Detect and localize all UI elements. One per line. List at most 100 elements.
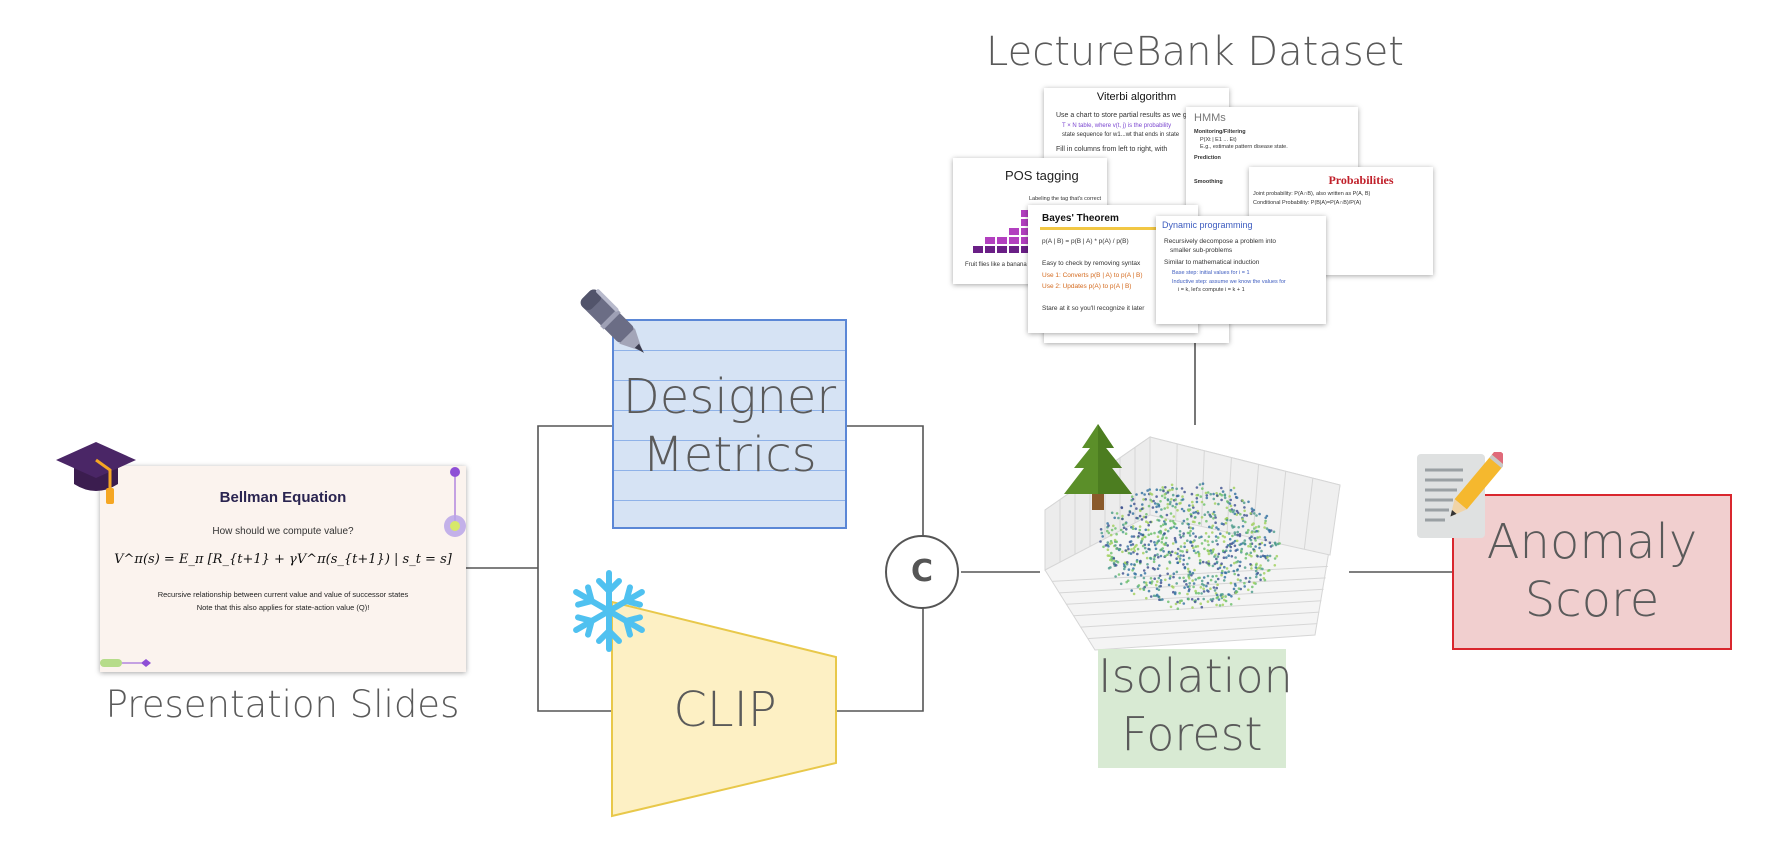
- scatter-point: [1201, 560, 1205, 564]
- scatter-point: [1232, 587, 1236, 591]
- scatter-point: [1198, 521, 1201, 525]
- scatter-point: [1212, 492, 1215, 496]
- scatter-point: [1179, 545, 1183, 548]
- scatter-point: [1159, 579, 1163, 582]
- scatter-point: [1252, 581, 1256, 585]
- viterbi-bullet-3: state sequence for w1...wt that ends in …: [1062, 132, 1180, 138]
- scatter-point: [1188, 534, 1192, 537]
- scatter-point: [1212, 510, 1216, 514]
- scatter-point: [1182, 602, 1186, 605]
- scatter-point: [1206, 600, 1210, 603]
- scatter-point: [1172, 515, 1176, 518]
- designer-metrics-line-1: Designer: [622, 369, 837, 425]
- scatter-point: [1225, 531, 1229, 534]
- scatter-point: [1121, 572, 1125, 575]
- scatter-point: [1190, 515, 1193, 518]
- scatter-point: [1231, 534, 1234, 538]
- scatter-point: [1158, 564, 1161, 567]
- scatter-point: [1142, 581, 1146, 584]
- scatter-point: [1137, 531, 1141, 535]
- scatter-point: [1259, 564, 1262, 567]
- scatter-point: [1102, 545, 1105, 549]
- scatter-point: [1192, 511, 1195, 515]
- scatter-point: [1130, 526, 1133, 529]
- scatter-point: [1163, 496, 1167, 499]
- scatter-point: [1188, 504, 1191, 507]
- scatter-point: [1202, 590, 1206, 593]
- scatter-point: [1202, 597, 1205, 601]
- scatter-point: [1166, 529, 1170, 533]
- scatter-point: [1209, 492, 1212, 496]
- scatter-point: [1130, 548, 1133, 551]
- scatter-point: [1202, 503, 1206, 506]
- scatter-point: [1220, 562, 1223, 565]
- scatter-point: [1241, 525, 1245, 528]
- scatter-point: [1256, 536, 1259, 539]
- scatter-point: [1240, 542, 1243, 546]
- scatter-point: [1268, 569, 1271, 572]
- scatter-point: [1099, 540, 1102, 543]
- scatter-point: [1194, 589, 1197, 593]
- scatter-point: [1135, 507, 1138, 510]
- scatter-point: [1101, 535, 1104, 538]
- slide-question: How should we compute value?: [212, 526, 354, 537]
- scatter-point: [1149, 498, 1152, 502]
- scatter-point: [1156, 580, 1159, 583]
- concat-symbol: C: [910, 554, 934, 589]
- scatter-point: [1191, 500, 1194, 504]
- scatter-point: [1144, 515, 1148, 519]
- dp-title: Dynamic programming: [1162, 220, 1253, 230]
- scatter-point: [1142, 551, 1145, 555]
- scatter-point: [1191, 540, 1195, 544]
- scatter-point: [1235, 560, 1238, 564]
- scatter-point: [1169, 519, 1172, 523]
- scatter-point: [1100, 531, 1104, 535]
- scatter-point: [1231, 526, 1235, 529]
- scatter-point: [1215, 494, 1219, 497]
- scatter-point: [1140, 491, 1144, 495]
- scatter-point: [1249, 551, 1253, 555]
- scatter-point: [1244, 520, 1247, 524]
- scatter-point: [1236, 530, 1239, 534]
- scatter-point: [1174, 602, 1178, 606]
- scatter-point: [1176, 607, 1180, 610]
- scatter-point: [1131, 512, 1135, 515]
- scatter-point: [1264, 516, 1267, 520]
- scatter-point: [1149, 539, 1153, 543]
- scatter-point: [1159, 530, 1163, 533]
- scatter-point: [1258, 535, 1261, 539]
- scatter-point: [1213, 562, 1217, 566]
- scatter-point: [1186, 539, 1189, 542]
- scatter-point: [1271, 544, 1274, 547]
- scatter-point: [1182, 534, 1185, 538]
- scatter-point: [1146, 563, 1149, 566]
- scatter-point: [1192, 585, 1195, 589]
- scatter-point: [1177, 494, 1180, 498]
- scatter-point: [1207, 562, 1211, 565]
- scatter-point: [1162, 489, 1165, 493]
- scatter-point: [1146, 566, 1150, 569]
- scatter-point: [1200, 542, 1204, 545]
- scatter-point: [1191, 504, 1195, 507]
- scatter-point: [1160, 494, 1164, 498]
- scatter-point: [1215, 586, 1218, 590]
- scatter-point: [1166, 502, 1170, 506]
- scatter-point: [1153, 577, 1156, 580]
- scatter-point: [1223, 496, 1227, 500]
- scatter-point: [1173, 536, 1177, 540]
- scatter-point: [1237, 526, 1240, 529]
- scatter-point: [1205, 519, 1208, 523]
- scatter-point: [1229, 549, 1232, 553]
- viterbi-title: Viterbi algorithm: [1096, 91, 1177, 103]
- scatter-point: [1258, 546, 1261, 550]
- scatter-point: [1205, 494, 1209, 497]
- scatter-point: [1207, 590, 1210, 593]
- scatter-point: [1108, 542, 1112, 546]
- scatter-point: [1141, 537, 1144, 540]
- scatter-point: [1194, 515, 1197, 519]
- scatter-point: [1130, 535, 1134, 538]
- scatter-point: [1157, 555, 1160, 559]
- scatter-point: [1119, 543, 1122, 547]
- scatter-point: [1149, 532, 1153, 536]
- scatter-point: [1213, 502, 1217, 505]
